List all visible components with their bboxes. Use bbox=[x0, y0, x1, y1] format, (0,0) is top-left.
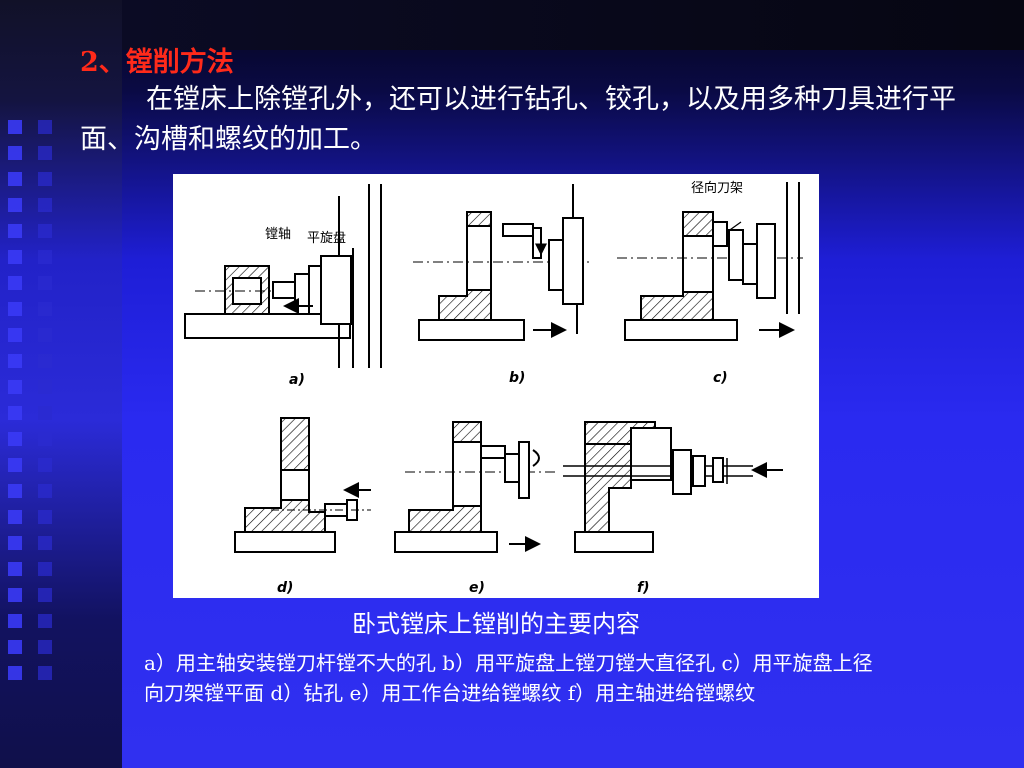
decorative-square bbox=[8, 458, 22, 472]
decorative-square bbox=[8, 536, 22, 550]
figure-note: a）用主轴安装镗刀杆镗不大的孔 b）用平旋盘上镗刀镗大直径孔 c）用平旋盘上径向… bbox=[144, 651, 873, 705]
panel-label-f: f) bbox=[637, 580, 650, 596]
decorative-square bbox=[8, 250, 22, 264]
panel-label-b: b) bbox=[509, 370, 525, 386]
decorative-square bbox=[38, 172, 52, 186]
decorative-square bbox=[8, 224, 22, 238]
decorative-square bbox=[38, 302, 52, 316]
body-paragraph: 在镗床上除镗孔外，还可以进行钻孔、铰孔，以及用多种刀具进行平面、沟槽和螺纹的加工… bbox=[80, 84, 956, 155]
panel-label-a: a) bbox=[289, 372, 305, 388]
figure-drawing: 镗轴 平旋盘 径向刀架 a) b) c) d) e) f) bbox=[184, 180, 803, 596]
figure-caption: 卧式镗床上镗削的主要内容 bbox=[352, 610, 640, 638]
decorative-square bbox=[38, 458, 52, 472]
panel-label-c: c) bbox=[713, 370, 728, 386]
decorative-square bbox=[8, 146, 22, 160]
decorative-square bbox=[8, 302, 22, 316]
decorative-squares-column bbox=[8, 120, 22, 680]
decorative-square bbox=[8, 276, 22, 290]
decorative-square bbox=[38, 666, 52, 680]
decorative-square bbox=[38, 224, 52, 238]
decorative-square bbox=[38, 510, 52, 524]
decorative-square bbox=[38, 614, 52, 628]
decorative-square bbox=[8, 380, 22, 394]
decorative-square bbox=[8, 666, 22, 680]
panel-b-drawing bbox=[413, 184, 593, 341]
panel-label-e: e) bbox=[469, 580, 485, 596]
decorative-square bbox=[8, 640, 22, 654]
decorative-square bbox=[38, 380, 52, 394]
decorative-square bbox=[38, 432, 52, 446]
panel-label-d: d) bbox=[277, 580, 293, 596]
decorative-square bbox=[8, 614, 22, 628]
decorative-square bbox=[38, 562, 52, 576]
decorative-square bbox=[8, 198, 22, 212]
decorative-square bbox=[38, 328, 52, 342]
decorative-square bbox=[8, 354, 22, 368]
decorative-square bbox=[38, 588, 52, 602]
panel-c-drawing bbox=[617, 182, 803, 341]
decorative-square bbox=[8, 432, 22, 446]
decorative-square bbox=[38, 484, 52, 498]
decorative-square bbox=[8, 120, 22, 134]
decorative-square bbox=[38, 146, 52, 160]
decorative-square bbox=[8, 406, 22, 420]
decorative-square bbox=[38, 198, 52, 212]
decorative-square bbox=[38, 250, 52, 264]
decorative-square bbox=[8, 328, 22, 342]
boring-methods-figure: 镗轴 平旋盘 径向刀架 a) b) c) d) e) f) bbox=[173, 174, 819, 598]
spindle-label: 镗轴 bbox=[265, 227, 291, 242]
decorative-square bbox=[38, 640, 52, 654]
section-heading: 2、镗削方法 bbox=[80, 47, 234, 78]
decorative-square bbox=[38, 406, 52, 420]
panel-d-drawing bbox=[234, 417, 371, 553]
facing-head-label: 平旋盘 bbox=[307, 230, 346, 246]
decorative-square bbox=[8, 510, 22, 524]
decorative-square bbox=[38, 536, 52, 550]
panel-a-drawing bbox=[184, 184, 382, 368]
decorative-square bbox=[8, 588, 22, 602]
decorative-square bbox=[38, 276, 52, 290]
top-decorative-bar bbox=[122, 0, 1024, 50]
decorative-square bbox=[38, 120, 52, 134]
panel-e-drawing bbox=[394, 421, 559, 553]
decorative-square bbox=[38, 354, 52, 368]
panel-f-drawing bbox=[563, 421, 783, 553]
decorative-square bbox=[8, 172, 22, 186]
radial-tool-holder-label: 径向刀架 bbox=[691, 180, 743, 196]
decorative-square bbox=[8, 484, 22, 498]
decorative-square bbox=[8, 562, 22, 576]
decorative-squares-column bbox=[38, 120, 52, 680]
